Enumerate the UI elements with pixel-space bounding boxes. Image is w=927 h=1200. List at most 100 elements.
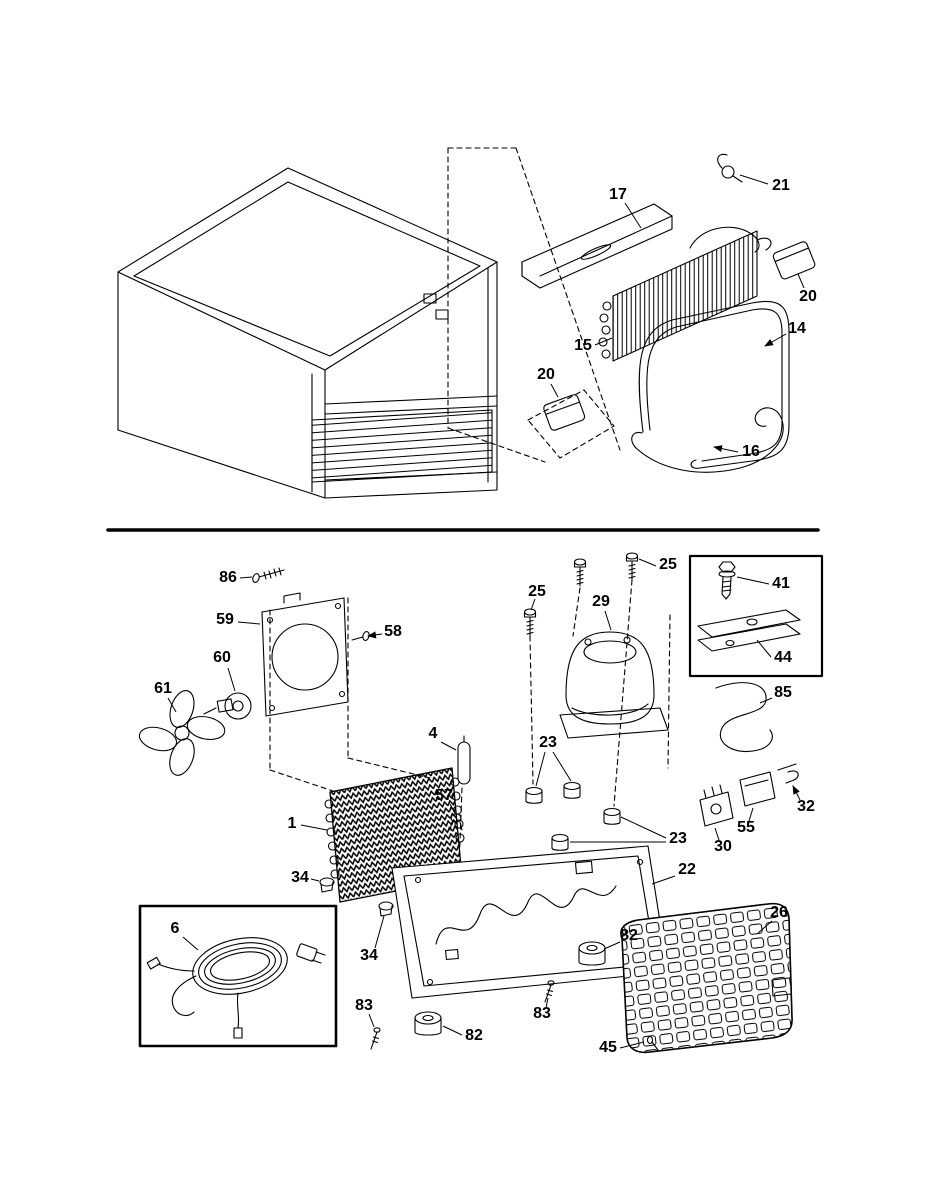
svg-text:58: 58 <box>384 623 402 640</box>
callout-61: 61 <box>154 680 177 713</box>
callout-85: 85 <box>759 684 792 704</box>
part-23-grommet-1 <box>525 786 543 804</box>
leader-line <box>714 827 720 841</box>
svg-text:57: 57 <box>435 787 453 804</box>
leader-line <box>739 174 769 185</box>
leader-line <box>792 785 801 801</box>
part-25-screw-a <box>523 608 537 637</box>
svg-text:26: 26 <box>770 904 788 921</box>
leader-line <box>237 621 261 625</box>
leader-line <box>368 1013 375 1028</box>
leader-line <box>550 383 559 398</box>
assembly-alignment-dashes-bottom <box>269 579 671 947</box>
svg-text:23: 23 <box>539 734 557 751</box>
callout-83b: 83 <box>533 997 551 1022</box>
part-82-bushing-b <box>414 1011 442 1036</box>
svg-text:32: 32 <box>797 798 815 815</box>
leader-line <box>757 920 773 934</box>
svg-text:82: 82 <box>620 927 638 944</box>
callout-82b: 82 <box>442 1025 483 1044</box>
leader-line <box>367 631 383 639</box>
leader-line <box>310 878 320 882</box>
part-23-grommet-4 <box>551 833 569 851</box>
leader-line <box>604 610 612 631</box>
callout-59: 59 <box>216 611 261 628</box>
leader-line <box>620 816 667 839</box>
leader-line <box>756 639 772 658</box>
part-14-condenser-tube <box>638 300 790 469</box>
callout-6: 6 <box>171 920 199 951</box>
part-16-tube <box>631 407 784 473</box>
callout-23b: 23 <box>570 816 687 847</box>
svg-text:82: 82 <box>465 1027 483 1044</box>
part-25-screw-b <box>573 558 587 587</box>
part-60-fan-motor <box>203 692 252 720</box>
leader-line <box>638 558 657 567</box>
part-32-terminal <box>777 763 799 784</box>
leader-line <box>594 337 613 346</box>
part-21-clip <box>717 153 743 183</box>
callout-14: 14 <box>764 320 806 347</box>
callout-32: 32 <box>792 785 815 815</box>
svg-text:4: 4 <box>429 725 438 742</box>
callout-55: 55 <box>737 807 755 836</box>
svg-text:25: 25 <box>528 583 546 600</box>
svg-text:17: 17 <box>609 186 627 203</box>
part-4-drier <box>457 735 471 785</box>
leader-line <box>624 202 642 229</box>
part-44-bracket <box>697 609 801 652</box>
part-6-power-cord <box>146 937 326 1039</box>
part-17-cover <box>521 203 673 289</box>
svg-text:55: 55 <box>737 819 755 836</box>
leader-line <box>167 697 177 713</box>
leader-line <box>545 997 549 1009</box>
svg-text:83: 83 <box>533 1005 551 1022</box>
leader-line <box>530 598 536 611</box>
part-34-grommet-b <box>378 901 394 917</box>
callout-21: 21 <box>739 174 790 194</box>
svg-text:23: 23 <box>669 830 687 847</box>
svg-text:6: 6 <box>171 920 180 937</box>
callout-58: 58 <box>367 623 402 640</box>
leader-line <box>300 824 328 831</box>
callout-34b: 34 <box>360 915 385 964</box>
leader-line <box>603 941 621 950</box>
leader-line <box>713 445 739 453</box>
cabinet-outline <box>117 167 498 499</box>
part-55-cover <box>739 771 776 807</box>
leader-line <box>552 751 572 782</box>
part-30-relay <box>699 784 734 827</box>
leader-line <box>797 273 805 289</box>
part-20-cover-left <box>543 394 586 431</box>
inset-box-power-cord <box>138 904 338 1048</box>
callout-34a: 34 <box>291 869 320 886</box>
part-34-grommet-a <box>319 877 335 893</box>
part-61-fan-blade <box>138 690 226 776</box>
callout-25b: 25 <box>638 556 677 573</box>
callout-29: 29 <box>592 593 612 631</box>
svg-text:60: 60 <box>213 649 231 666</box>
callout-1: 1 <box>288 815 328 832</box>
leader-line <box>440 741 457 751</box>
part-45-screw <box>646 1035 659 1051</box>
svg-text:29: 29 <box>592 593 610 610</box>
part-83-screw-a <box>370 1027 381 1050</box>
callout-20a: 20 <box>797 273 817 305</box>
callout-22: 22 <box>651 861 696 885</box>
svg-text:85: 85 <box>774 684 792 701</box>
callout-25a: 25 <box>528 583 546 611</box>
part-59-fan-shroud <box>261 592 349 717</box>
callout-60: 60 <box>213 649 236 692</box>
svg-text:14: 14 <box>788 320 806 337</box>
part-15-evaporator <box>598 226 772 362</box>
part-58-screw <box>351 631 370 641</box>
svg-text:16: 16 <box>742 443 760 460</box>
leader-line <box>374 915 385 949</box>
callout-16: 16 <box>713 443 760 460</box>
svg-text:61: 61 <box>154 680 172 697</box>
svg-text:1: 1 <box>288 815 297 832</box>
leader-line <box>239 576 253 579</box>
svg-text:15: 15 <box>574 337 592 354</box>
part-82-bushing-a <box>578 941 606 966</box>
